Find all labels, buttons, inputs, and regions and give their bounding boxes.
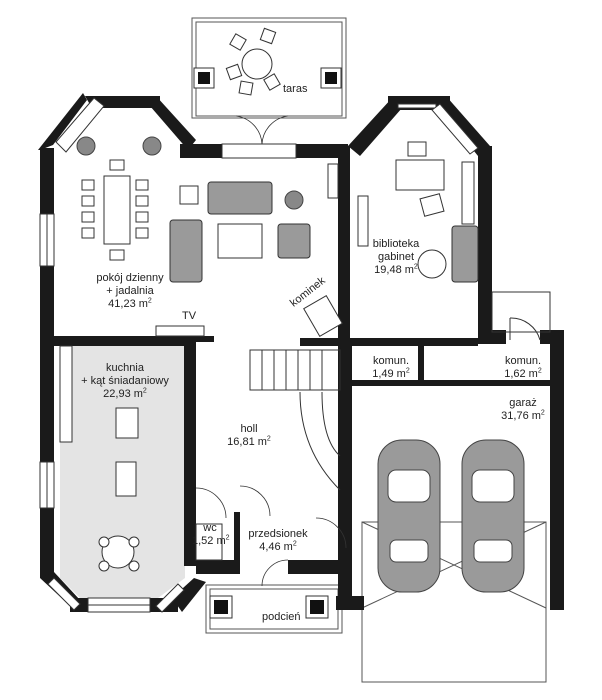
coffee-table bbox=[179, 163, 339, 259]
windows bbox=[39, 97, 479, 613]
room-label-vestibule: przedsionek 4,46 m2 bbox=[248, 528, 308, 553]
tv-stand bbox=[155, 325, 205, 337]
kominek-hearth bbox=[303, 294, 343, 338]
room-label-taras: taras bbox=[283, 83, 308, 95]
library-furniture bbox=[357, 141, 475, 279]
room-label-garage: garaż 31,76 m2 bbox=[501, 397, 545, 422]
sofa-set bbox=[169, 181, 479, 283]
room-label-komun-2: komun. 1,62 m2 bbox=[504, 355, 542, 380]
room-label-wc: wc 1,52 m2 bbox=[192, 522, 230, 547]
doors bbox=[195, 115, 347, 587]
room-label-living: pokój dzienny + jadalnia 41,23 m2 bbox=[96, 272, 164, 310]
car-2 bbox=[461, 439, 525, 593]
side-entry bbox=[491, 291, 551, 341]
room-label-komun-1: komun. 1,49 m2 bbox=[372, 355, 410, 380]
room-label-hall: holl 16,81 m2 bbox=[227, 423, 271, 448]
car-1 bbox=[377, 439, 441, 593]
terrace-table bbox=[225, 27, 281, 96]
room-label-library: biblioteka gabinet 19,48 m2 bbox=[372, 238, 420, 276]
kitchen-furniture bbox=[59, 345, 223, 572]
dining-set bbox=[81, 159, 149, 261]
stairs bbox=[249, 349, 341, 491]
tv-label: TV bbox=[182, 310, 197, 322]
room-label-kitchen: kuchnia + kąt śniadaniowy 22,93 m2 bbox=[81, 362, 169, 400]
plants bbox=[76, 136, 304, 210]
room-label-porch: podcień bbox=[262, 611, 301, 623]
